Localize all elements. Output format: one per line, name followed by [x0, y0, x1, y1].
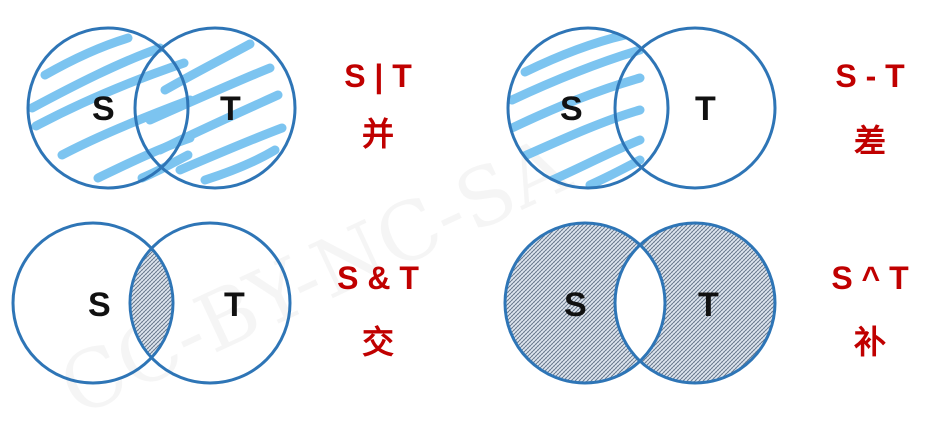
symmetric-difference-name: 补 [853, 323, 886, 361]
set-T-circle [613, 221, 777, 385]
set-T-label: T [698, 286, 719, 324]
intersection-name: 交 [361, 323, 394, 361]
set-T-circle [133, 26, 297, 190]
set-T-label: T [695, 90, 716, 128]
union-name: 并 [361, 115, 394, 153]
diagram-difference: S T [506, 26, 777, 190]
set-T-label: T [220, 90, 241, 128]
difference-name: 差 [853, 122, 886, 160]
union-operator: S | T [344, 58, 412, 94]
set-S-label: S [88, 286, 111, 324]
difference-operator: S - T [835, 58, 905, 94]
set-S-label: S [560, 90, 583, 128]
diagram-union: S T [26, 26, 297, 190]
set-S-circle [503, 221, 667, 385]
union-scribble [27, 33, 287, 185]
set-S-circle [26, 26, 190, 190]
diagram-intersection: S T [11, 221, 292, 385]
intersection-hatch [128, 246, 175, 360]
set-S-label: S [92, 90, 115, 128]
set-T-label: T [224, 286, 245, 324]
diagram-symmetric-difference: S T [503, 221, 777, 385]
set-S-label: S [564, 286, 587, 324]
symmetric-difference-operator: S ^ T [831, 260, 909, 296]
intersection-operator: S & T [337, 260, 419, 296]
set-T-circle [613, 26, 777, 190]
set-S-circle [506, 26, 670, 190]
set-operations-diagram: S T S T S T S [11, 26, 777, 385]
